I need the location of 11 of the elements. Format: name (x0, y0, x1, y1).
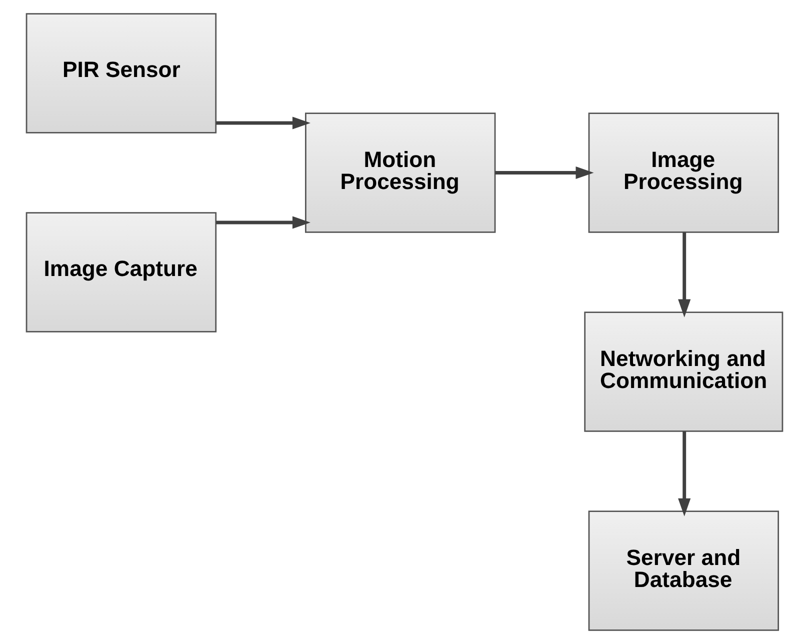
arrow (678, 232, 691, 318)
node-box: PIR Sensor (26, 13, 217, 134)
node-box: Image Processing (588, 112, 780, 233)
arrow (216, 116, 310, 130)
arrow (216, 216, 310, 229)
node-box: Motion Processing (305, 112, 496, 233)
arrow (678, 431, 691, 516)
node-box: Image Capture (26, 212, 217, 332)
arrow (495, 166, 594, 180)
node-box: Networking and Communication (584, 312, 784, 432)
node-box: Server and Database (588, 510, 780, 631)
